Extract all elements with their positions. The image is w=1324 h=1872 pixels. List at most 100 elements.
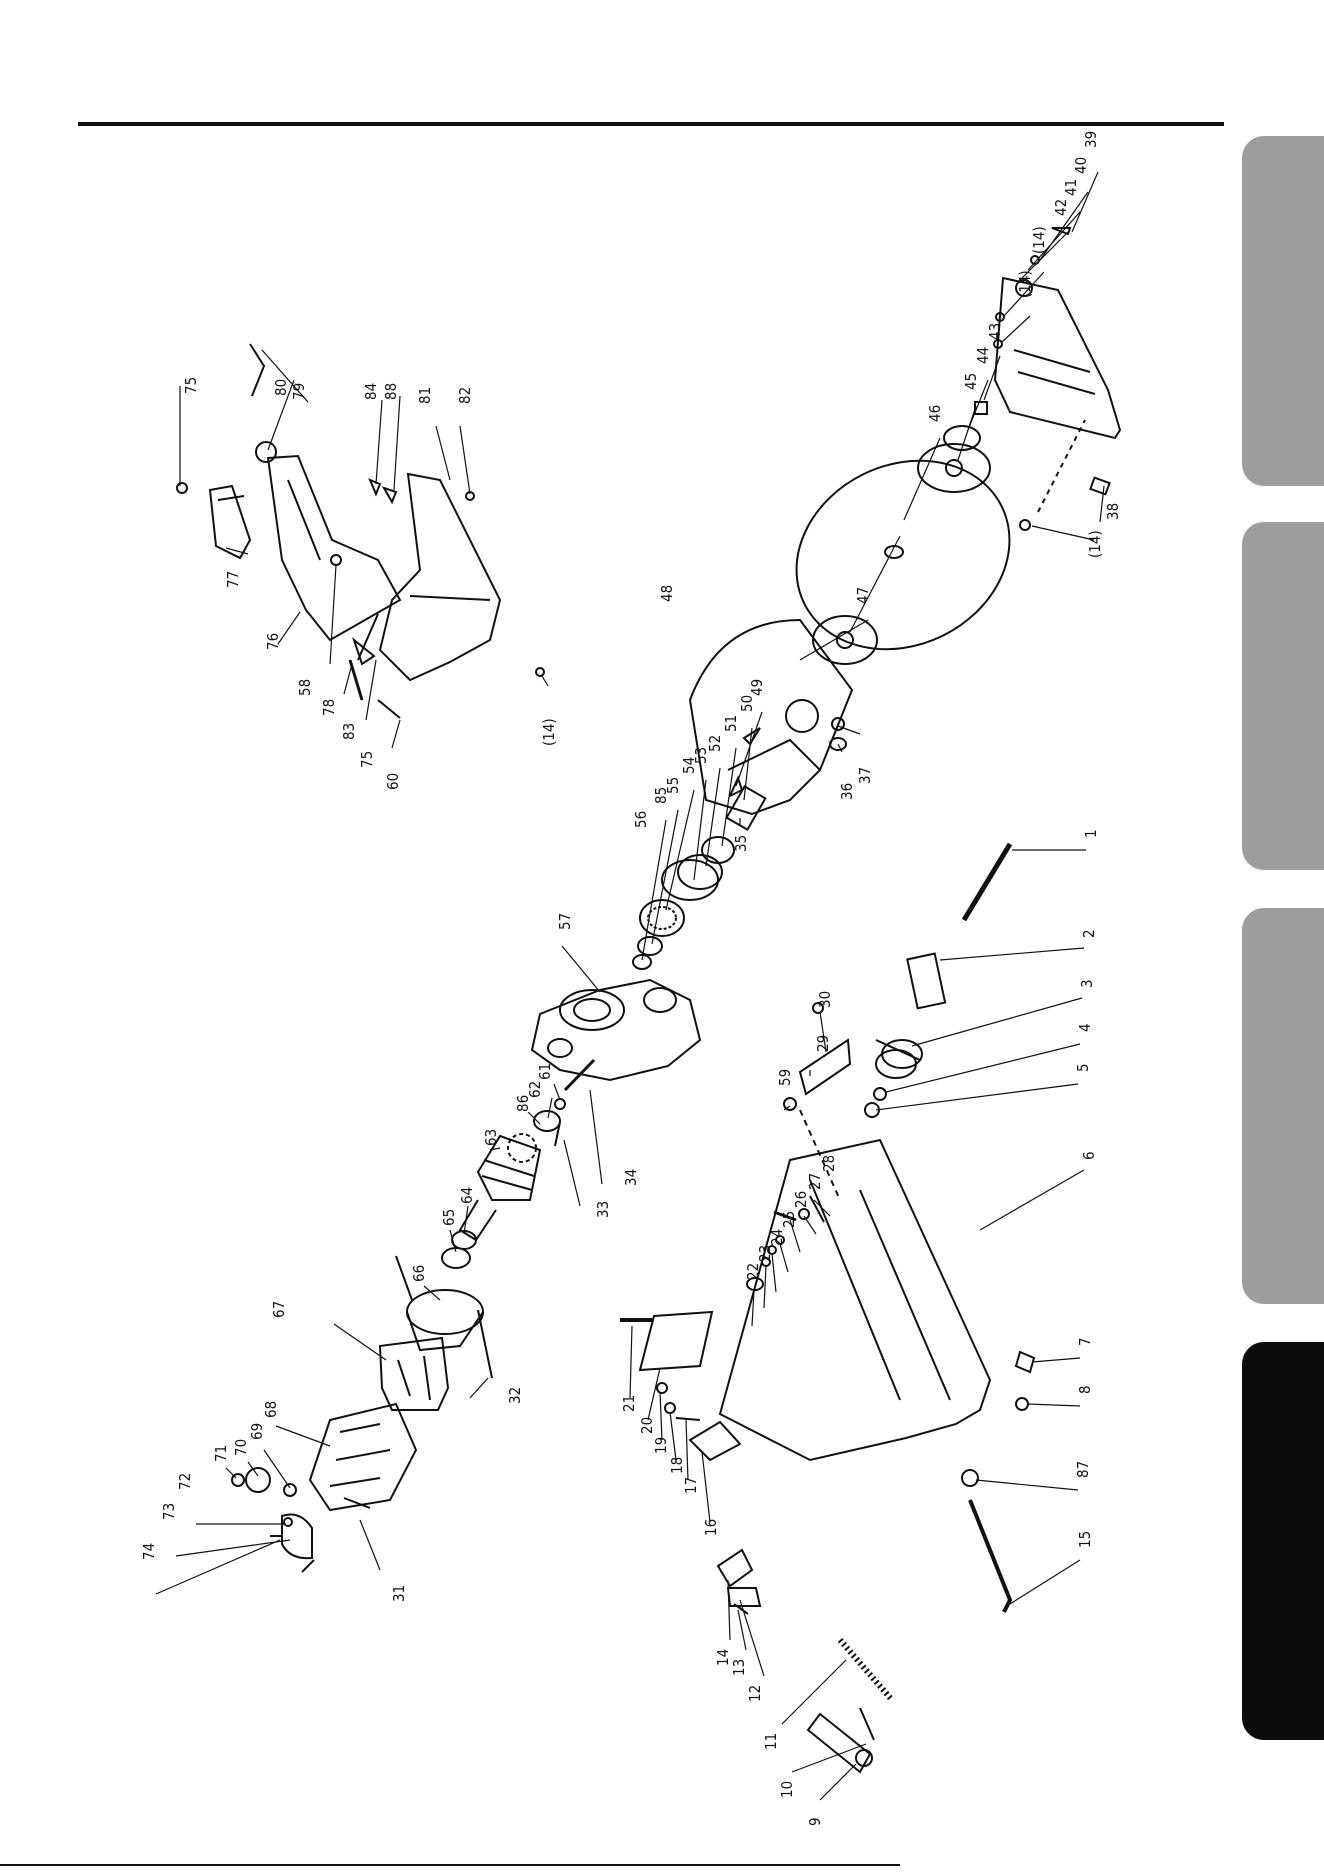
callout-30: 30	[816, 991, 834, 1008]
brush-holder-70	[246, 1468, 270, 1492]
callout-25: 25	[780, 1211, 798, 1228]
outer-flange-45	[918, 444, 990, 492]
callout-39: 39	[1082, 131, 1100, 148]
callout-71: 71	[212, 1445, 230, 1462]
callout-14-d: (14)	[540, 718, 558, 746]
brush-69	[284, 1484, 296, 1496]
strain-relief-79	[256, 442, 276, 462]
callout-76: 76	[264, 633, 282, 650]
washer-18	[665, 1403, 675, 1413]
bolt-87	[962, 1470, 978, 1486]
callout-15: 15	[1076, 1531, 1094, 1548]
callout-8: 8	[1076, 1385, 1094, 1394]
callout-21: 21	[620, 1395, 638, 1412]
callout-44: 44	[974, 347, 992, 364]
callout-14-a: (14)	[1030, 226, 1048, 254]
screw-75-top	[177, 483, 187, 493]
callout-61: 61	[536, 1063, 554, 1080]
callout-29: 29	[814, 1035, 832, 1052]
callout-16: 16	[702, 1519, 720, 1536]
callout-84: 84	[362, 383, 380, 400]
spring-clip-38	[1090, 478, 1109, 495]
vise-nut-12	[728, 1588, 760, 1606]
callout-36: 36	[838, 783, 856, 800]
callout-85: 85	[652, 787, 670, 804]
callout-51: 51	[722, 715, 740, 732]
nut-14-handle	[536, 668, 544, 676]
callout-40: 40	[1072, 157, 1090, 174]
foot-7	[1016, 1352, 1034, 1372]
callout-14: 14	[714, 1649, 732, 1666]
callout-37: 37	[856, 767, 874, 784]
callout-46: 46	[926, 405, 944, 422]
washer-4	[874, 1088, 886, 1100]
handle-grip-77	[210, 486, 250, 558]
callout-49: 49	[748, 679, 766, 696]
vise-handle-9	[808, 1714, 872, 1772]
callout-75-top: 75	[182, 377, 200, 394]
callout-74: 74	[140, 1543, 158, 1560]
brush-housing-68	[310, 1404, 416, 1510]
washer-19	[657, 1383, 667, 1393]
callout-19: 19	[652, 1437, 670, 1454]
callout-43: 43	[986, 323, 1004, 340]
callout-14-c: (14)	[1086, 530, 1104, 558]
callout-41: 41	[1062, 179, 1080, 196]
callout-32: 32	[506, 1387, 524, 1404]
pin-17	[676, 1418, 700, 1420]
pin-10	[860, 1708, 874, 1740]
callout-75-lower: 75	[358, 751, 376, 768]
callout-59: 59	[776, 1069, 794, 1086]
callout-18: 18	[668, 1457, 686, 1474]
callout-60: 60	[384, 773, 402, 790]
callout-5: 5	[1074, 1063, 1092, 1072]
tool-base-6	[720, 1140, 990, 1460]
callout-12: 12	[746, 1685, 764, 1702]
callout-70: 70	[232, 1439, 250, 1456]
callout-48: 48	[658, 585, 676, 602]
pivot-shaft-1	[964, 844, 1010, 920]
callout-28: 28	[820, 1155, 838, 1172]
screw-88	[384, 488, 396, 502]
callout-38: 38	[1104, 503, 1122, 520]
callout-3: 3	[1078, 979, 1096, 988]
screw-72	[284, 1518, 292, 1526]
bearing-62	[534, 1111, 560, 1131]
vise-jaw-14	[718, 1550, 752, 1586]
fixed-wheel-guard-48	[690, 620, 852, 814]
callout-31: 31	[390, 1585, 408, 1602]
callout-24: 24	[768, 1229, 786, 1246]
callout-20: 20	[638, 1417, 656, 1434]
callout-58: 58	[296, 679, 314, 696]
callout-9: 9	[806, 1817, 824, 1826]
callout-68: 68	[262, 1401, 280, 1418]
callout-73: 73	[160, 1503, 178, 1520]
callout-33: 33	[594, 1201, 612, 1218]
callout-10: 10	[778, 1781, 796, 1798]
screw-84	[370, 480, 380, 494]
callout-50: 50	[738, 695, 756, 712]
guard-pivot-line	[1038, 420, 1085, 512]
callout-42: 42	[1052, 199, 1070, 216]
callout-81: 81	[416, 387, 434, 404]
callout-87: 87	[1074, 1461, 1092, 1478]
callout-6: 6	[1080, 1151, 1098, 1160]
screw-60	[378, 700, 400, 718]
switch-78	[354, 640, 374, 664]
callout-7: 7	[1076, 1337, 1094, 1346]
callout-35: 35	[732, 835, 750, 852]
callout-13: 13	[730, 1659, 748, 1676]
callout-64: 64	[458, 1187, 476, 1204]
callout-77: 77	[224, 571, 242, 588]
callout-66: 66	[410, 1265, 428, 1282]
screw-75-lower	[358, 614, 378, 660]
callout-26: 26	[792, 1191, 810, 1208]
end-cap-73	[282, 1515, 312, 1559]
callout-leader-lines	[156, 172, 1104, 1800]
callout-72: 72	[176, 1473, 194, 1490]
callout-11: 11	[762, 1733, 780, 1750]
callout-83: 83	[340, 723, 358, 740]
callout-47: 47	[854, 587, 872, 604]
callout-17: 17	[682, 1477, 700, 1494]
